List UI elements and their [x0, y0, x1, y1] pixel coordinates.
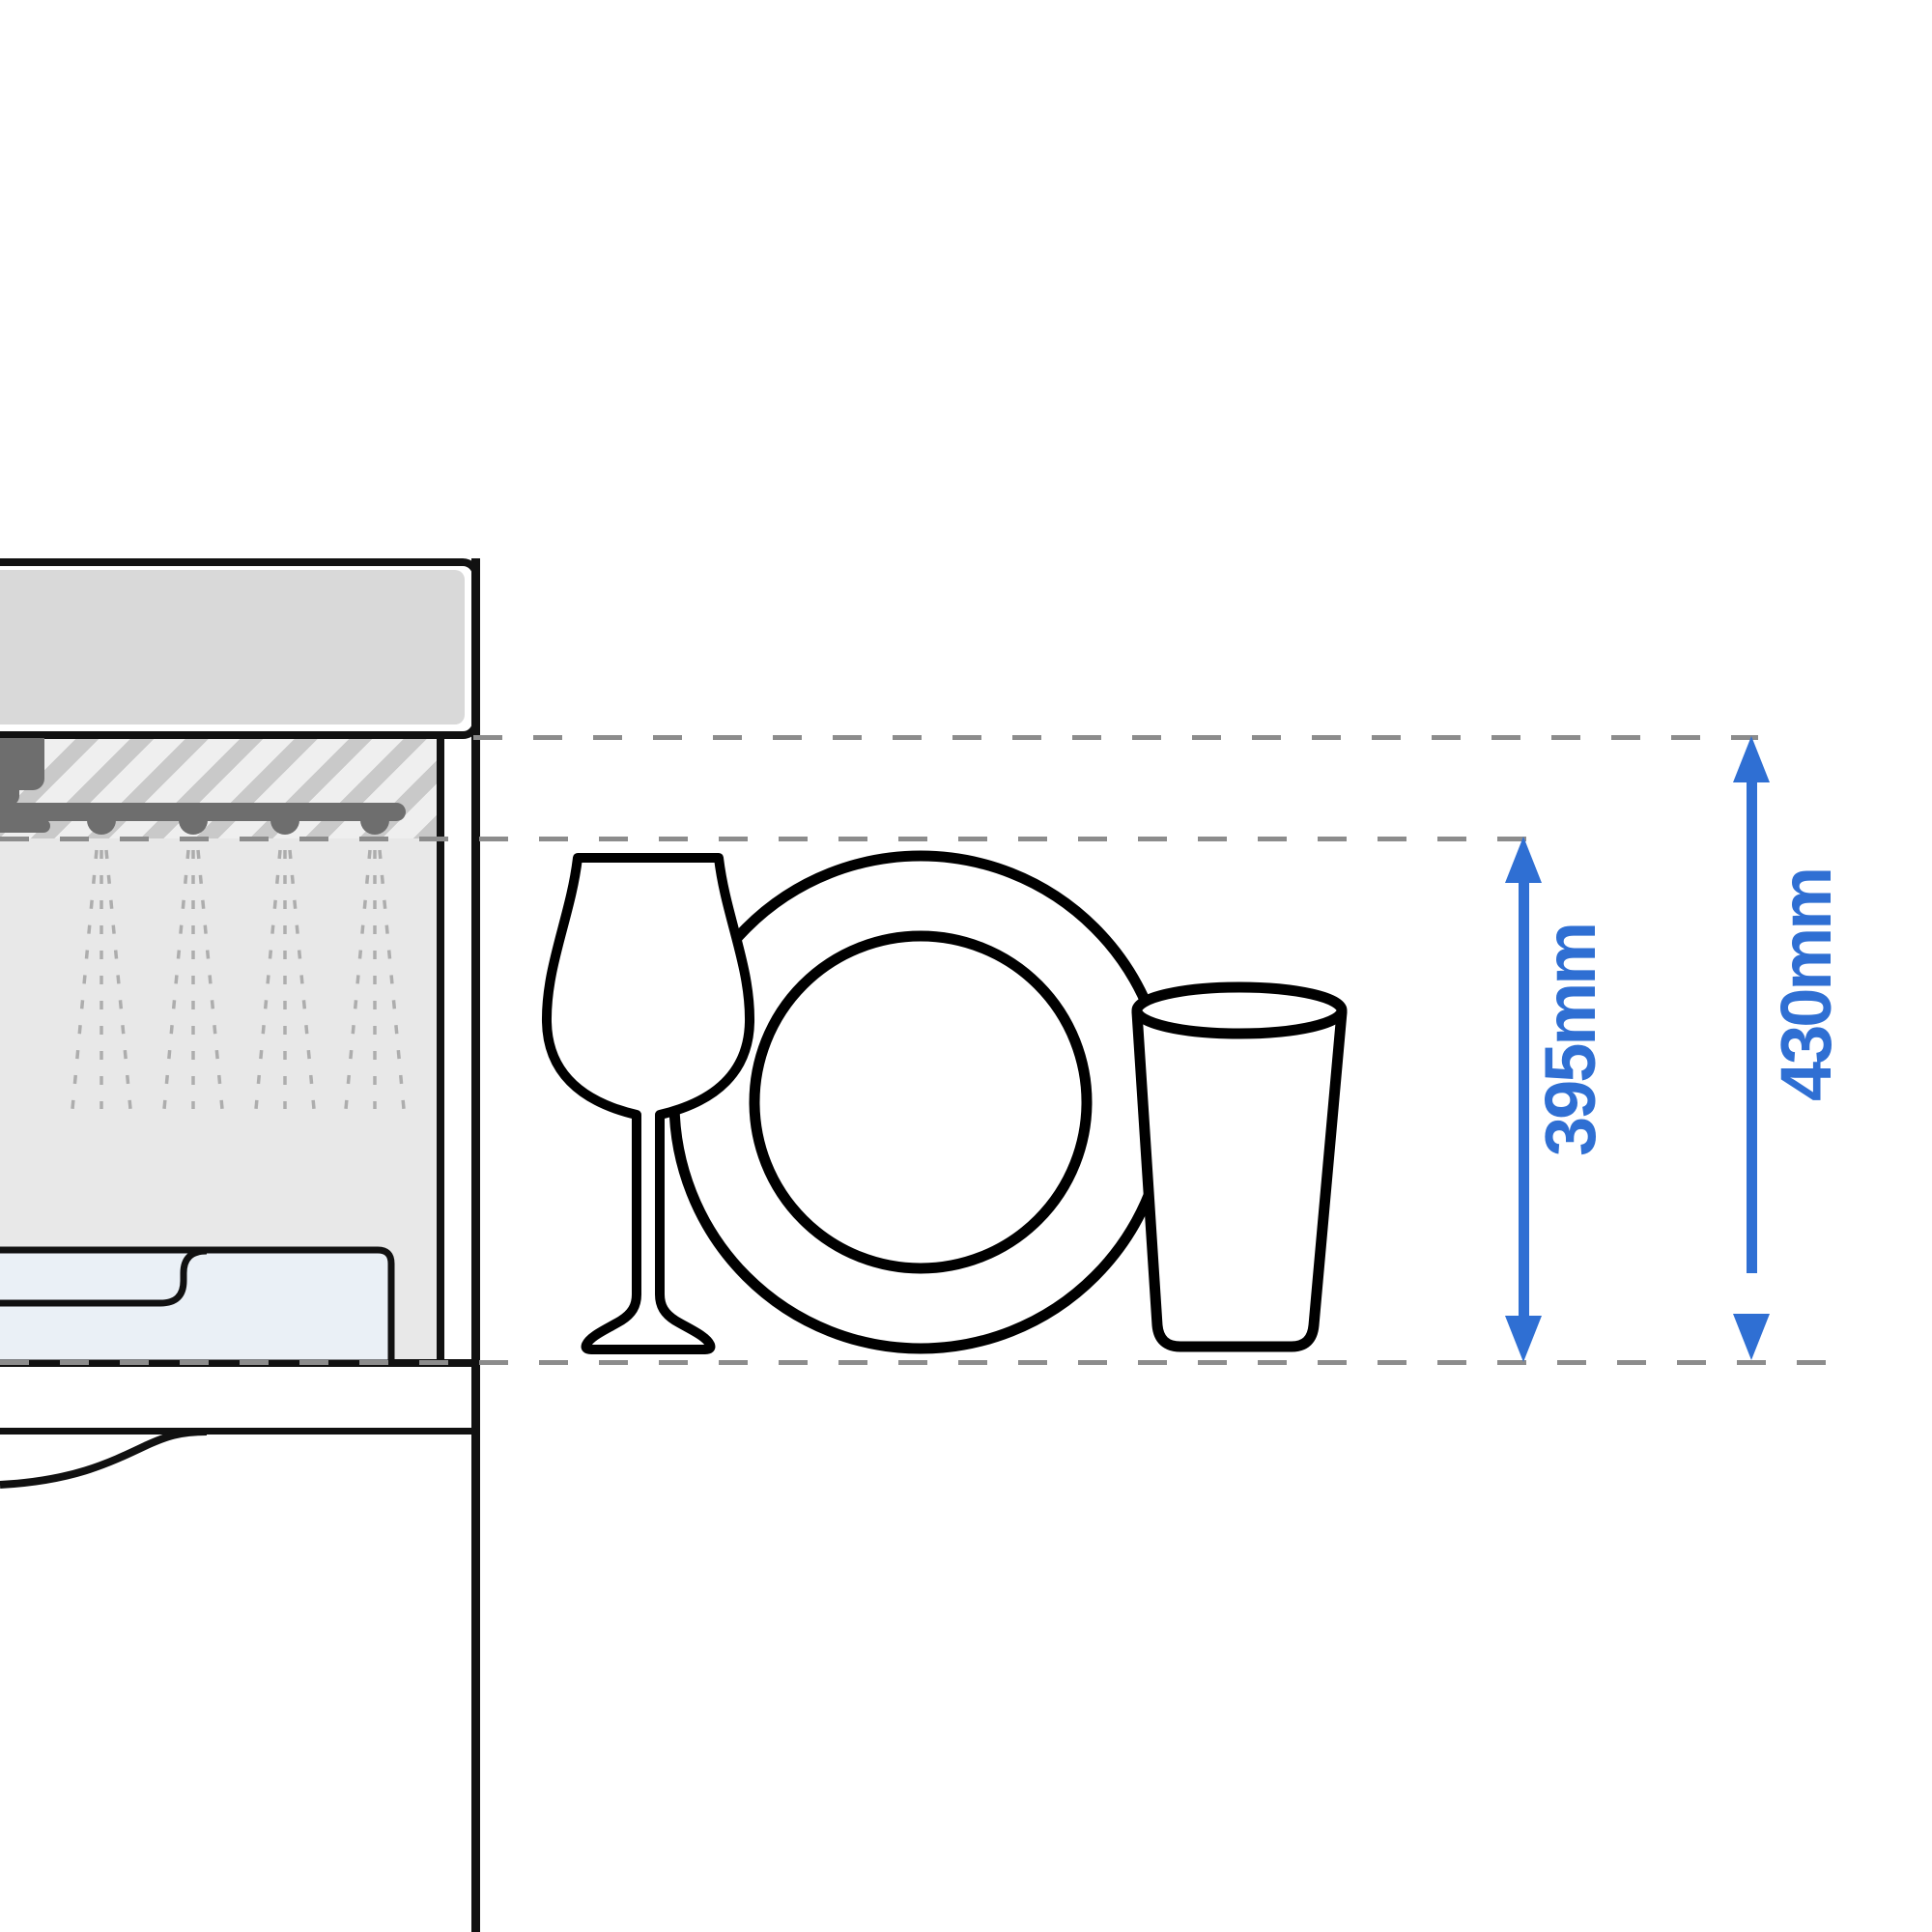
spray-nozzle-icon [270, 820, 299, 835]
reference-line-top [473, 735, 1758, 740]
arrow-down-icon [1733, 1314, 1770, 1360]
reference-line-bottom [0, 1360, 1840, 1365]
pump-block [0, 738, 44, 790]
arrow-up-icon [1505, 837, 1542, 883]
machine-frame-line [0, 1428, 477, 1435]
dimension-label-395: 395mm [1530, 923, 1610, 1157]
wash-chamber [0, 838, 437, 1360]
arrow-down-icon [1505, 1316, 1542, 1362]
spray-arm [0, 803, 406, 821]
dimension-label-430: 430mm [1766, 868, 1846, 1102]
pump-fitting [0, 788, 19, 806]
wine-glass-icon [541, 853, 755, 1354]
spray-arm-mount [0, 819, 50, 833]
dimension-arrow-430 [1747, 773, 1757, 1273]
reference-line-middle [0, 837, 1526, 841]
arrow-up-icon [1733, 736, 1770, 782]
spray-nozzle-icon [87, 820, 116, 835]
dimension-arrow-395 [1519, 874, 1529, 1323]
tumbler-icon [1131, 981, 1348, 1352]
spray-nozzle-icon [360, 820, 389, 835]
plate-icon [668, 850, 1173, 1354]
door-handle-curve [0, 1428, 208, 1489]
spray-nozzle-icon [179, 820, 208, 835]
machine-outer-wall [471, 558, 480, 1932]
machine-inner-wall [437, 739, 444, 1366]
machine-top-panel [0, 570, 465, 724]
